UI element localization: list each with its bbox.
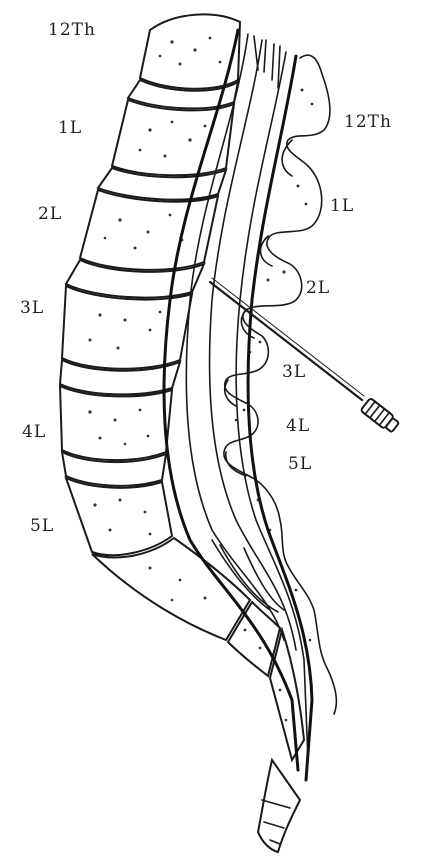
vertebral-body-4l <box>60 386 172 460</box>
vertebral-body-5l <box>66 478 172 555</box>
coccyx <box>258 760 300 852</box>
vertebral-body-label-1l: 1L <box>58 120 82 137</box>
vertebral-body-label-2l: 2L <box>38 206 62 223</box>
spinous-process-label-1l: 1L <box>330 198 354 215</box>
vertebral-body-label-4l: 4L <box>22 424 46 441</box>
needle-hub <box>360 398 400 434</box>
vertebral-body-3l <box>62 286 192 369</box>
spinous-process-label-5l: 5L <box>288 456 312 473</box>
vertebral-body-label-5l: 5L <box>30 518 54 535</box>
spinous-process-label-3l: 3L <box>282 364 306 381</box>
spinous-process-label-2l: 2L <box>306 280 330 297</box>
puncture-needle <box>210 278 400 434</box>
vertebral-body-label-12th: 12Th <box>48 22 96 39</box>
spinous-process-label-4l: 4L <box>286 418 310 435</box>
vertebral-body-2l <box>80 190 218 270</box>
spinous-process-label-12th: 12Th <box>344 114 392 131</box>
vertebral-body-label-3l: 3L <box>20 300 44 317</box>
